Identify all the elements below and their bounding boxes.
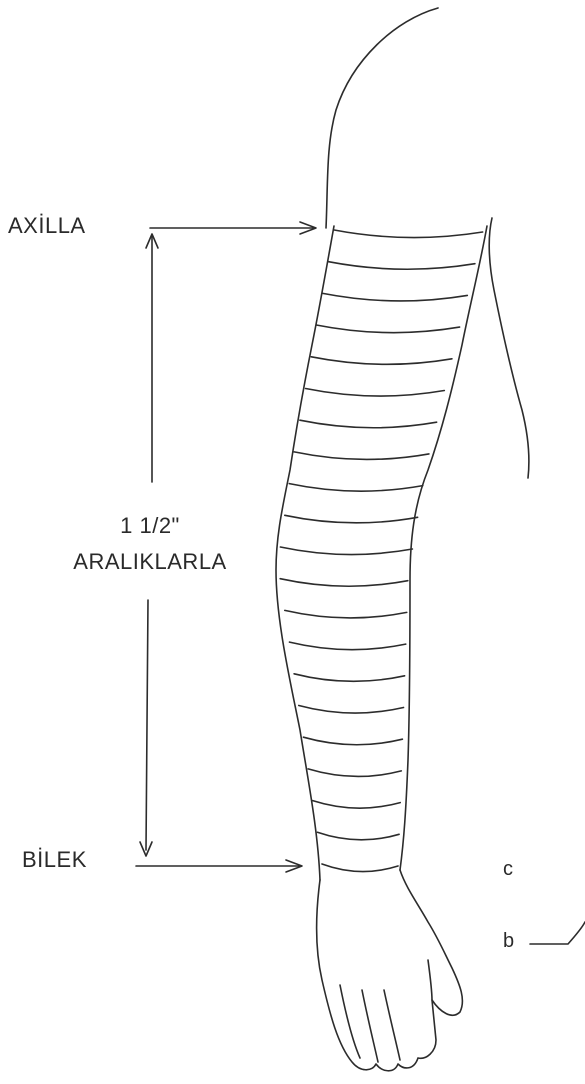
- measure-line: [289, 484, 423, 492]
- measure-line: [294, 674, 405, 682]
- measure-line: [317, 832, 399, 840]
- measure-line: [308, 769, 401, 777]
- thumb-line: [428, 960, 432, 1000]
- finger-line-3: [384, 990, 400, 1060]
- b-leader-line: [530, 922, 585, 944]
- interval-text: ARALIKLARLA: [40, 544, 260, 580]
- measure-line: [290, 642, 406, 650]
- measure-line: [322, 864, 398, 872]
- measure-line: [303, 737, 402, 745]
- measure-line: [329, 262, 475, 270]
- arm-inner-outline: [400, 226, 487, 870]
- b-label: b: [503, 930, 515, 953]
- axilla-label: AXİLLA: [8, 213, 86, 239]
- measure-line: [306, 389, 445, 397]
- measure-line: [311, 357, 452, 365]
- measure-line: [299, 706, 404, 714]
- measure-line: [294, 452, 429, 460]
- measure-line: [317, 325, 460, 333]
- c-label: c: [503, 858, 514, 881]
- dimension-line-lower: [146, 600, 148, 850]
- measure-line: [285, 515, 418, 523]
- measure-line: [323, 293, 468, 301]
- interval-label: 1 1/2" ARALIKLARLA: [40, 508, 260, 580]
- measure-line: [313, 801, 401, 809]
- bilek-label: BİLEK: [22, 847, 87, 873]
- measure-line: [300, 420, 437, 428]
- measure-line: [334, 230, 482, 238]
- finger-line-2: [362, 990, 378, 1062]
- torso-side-outline: [489, 218, 529, 478]
- measure-line: [280, 547, 412, 555]
- interval-value: 1 1/2": [40, 508, 260, 544]
- measure-lines: [280, 230, 482, 872]
- measure-line: [280, 579, 408, 587]
- measure-line: [285, 610, 407, 618]
- hand-outline: [317, 870, 463, 1071]
- shoulder-outline: [326, 8, 438, 228]
